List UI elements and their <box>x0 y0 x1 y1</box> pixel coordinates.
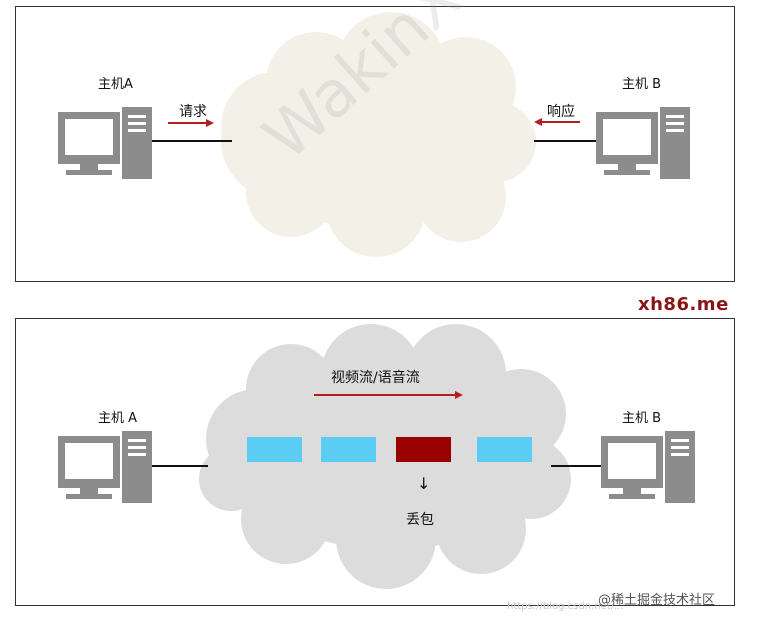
lost-packet <box>396 437 451 462</box>
packet-loss-label: 丢包 <box>406 512 434 528</box>
request-arrow <box>168 119 214 127</box>
response-arrow <box>534 118 580 126</box>
stream-label: 视频流/语音流 <box>331 370 420 386</box>
packet-row <box>247 437 532 462</box>
bottom-diagram-panel: 主机 A 主机 B 视频流/语音流 ↓ 丢包 <box>15 318 735 606</box>
host-b-label-bottom: 主机 B <box>622 411 662 426</box>
bottom-diagram-graphics <box>58 324 695 589</box>
packet <box>477 437 532 462</box>
computer-icon-host-a-bottom <box>58 431 152 503</box>
computer-icon-host-a <box>58 107 152 179</box>
request-label: 请求 <box>179 104 207 120</box>
host-a-label-top: 主机A <box>98 77 133 92</box>
packet <box>321 437 376 462</box>
host-a-label-bottom: 主机 A <box>98 411 138 426</box>
brand-logo-text: xh86.me <box>638 294 729 315</box>
stream-arrow <box>314 391 463 399</box>
credit-url: https://blog.csdn.net/... <box>507 601 624 612</box>
top-diagram-graphics <box>58 12 690 257</box>
host-b-label-top: 主机 B <box>622 77 662 92</box>
credit-text: @稀土掘金技术社区 <box>598 593 716 608</box>
packet <box>247 437 302 462</box>
response-label: 响应 <box>547 104 575 120</box>
loss-arrow-icon: ↓ <box>417 474 431 493</box>
computer-icon-host-b <box>596 107 690 179</box>
computer-icon-host-b-bottom <box>601 431 695 503</box>
cloud-shape-bottom <box>199 324 571 589</box>
cloud-shape-top <box>221 12 536 257</box>
top-diagram-panel: 主机A 主机 B 请求 响应 <box>15 6 735 282</box>
